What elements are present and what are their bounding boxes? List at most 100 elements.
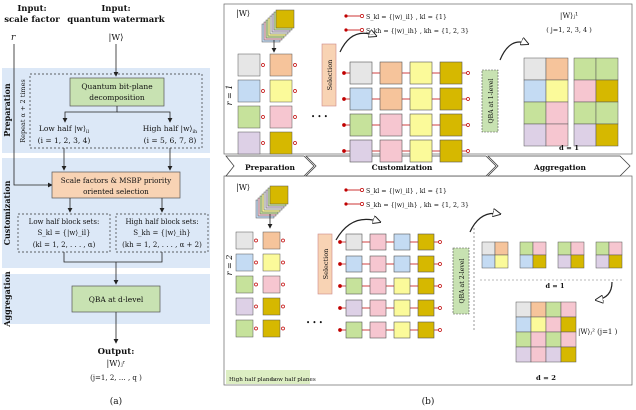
output-tile	[595, 123, 619, 147]
output-tile	[545, 79, 569, 103]
plane-connector	[254, 238, 258, 243]
selected-row-end	[466, 71, 470, 75]
output-tile	[545, 57, 569, 81]
selected-plane	[417, 321, 435, 339]
bottom-selection-box	[317, 233, 333, 295]
output-tile	[595, 101, 619, 125]
bottom-watermark-stack	[255, 185, 289, 219]
high-set-line2: S_kh = {|w⟩_ih}	[133, 229, 191, 237]
aggregated-tile	[560, 346, 577, 363]
output-tile	[519, 254, 534, 269]
plane-connector	[254, 326, 258, 331]
low-set-line3: (kl = 1, 2, . . . , α)	[33, 241, 96, 249]
plane-connector	[254, 304, 258, 309]
output-tile	[557, 241, 572, 256]
top-skh-label: S_kh = {|w⟩_ih} , kh = {1, 2, 3}	[366, 28, 469, 35]
arrow-to-high-half	[117, 111, 173, 123]
high-half-plane	[262, 253, 281, 272]
selected-row-end	[438, 262, 442, 266]
aggregated-tile	[515, 301, 532, 318]
selected-plane	[417, 299, 435, 317]
selected-row-start	[338, 284, 342, 288]
top-skl-label: S_kl = {|w⟩_il} , kl = {1}	[366, 14, 447, 21]
output-tile	[557, 254, 572, 269]
plane-connector	[281, 238, 285, 243]
bit-plane-layer	[275, 9, 295, 29]
output-tile	[595, 79, 619, 103]
low-set-line1: Low half block sets:	[29, 218, 100, 226]
high-set-line3: (kh = 1, 2, . . . , α + 2)	[122, 241, 202, 249]
top-selection-box	[321, 43, 337, 107]
top-curved-arrow	[339, 33, 376, 53]
aggregated-tile	[560, 331, 577, 348]
selected-row-start	[338, 306, 342, 310]
selected-row-start	[342, 97, 346, 101]
bottom-output-label: |W⟩ⱼ² (j=1 )	[578, 328, 618, 336]
output-title: Output:	[98, 347, 135, 357]
selected-plane	[345, 233, 363, 251]
selected-row-start	[342, 149, 346, 153]
plane-connector	[281, 282, 285, 287]
top-decomposition-grid	[237, 53, 297, 155]
selected-plane	[409, 87, 433, 111]
aggregated-tile	[545, 316, 562, 333]
input-scale-sub: scale factor	[4, 15, 60, 25]
top-set-legend: S_kl = {|w⟩_il} , kl = {1} S_kh = {|w⟩_i…	[344, 14, 469, 35]
selected-plane	[417, 255, 435, 273]
input-wm-sub: quantum watermark	[67, 15, 165, 25]
selected-row-end	[466, 97, 470, 101]
plane-connector	[254, 282, 258, 287]
selected-plane	[379, 113, 403, 137]
qba-box	[71, 285, 161, 313]
step-preparation-label: Preparation	[245, 163, 296, 172]
high-half-plane	[269, 79, 293, 103]
selected-row-end	[466, 149, 470, 153]
plane-connector	[261, 89, 265, 93]
bottom-qba-box	[452, 247, 470, 315]
qba-label: QBA at d-level	[89, 295, 144, 304]
high-half-plane	[269, 53, 293, 77]
top-w-label: |W⟩	[236, 9, 250, 18]
decomp-line2: decomposition	[89, 93, 145, 102]
r1-label: r = 1	[225, 85, 234, 106]
high-half-plane	[262, 231, 281, 250]
bottom-qba-label: QBA at 2-level	[459, 258, 466, 303]
selected-plane	[417, 277, 435, 295]
top-right-curved-arrow	[499, 42, 528, 61]
output-tile	[523, 101, 547, 125]
selected-plane	[393, 299, 411, 317]
selected-plane	[439, 113, 463, 137]
selected-plane	[439, 61, 463, 85]
selected-plane	[369, 299, 387, 317]
selected-plane	[409, 139, 433, 163]
top-qba-label: QBA at 1-level	[488, 78, 495, 123]
arrow-sets-to-qba	[63, 252, 163, 284]
selected-plane	[393, 233, 411, 251]
selected-plane	[349, 61, 373, 85]
bottom-skh-label: S_kh = {|w⟩_ih} , kh = {1, 2, 3}	[366, 202, 469, 209]
selected-plane	[349, 113, 373, 137]
low-half-plane	[237, 53, 261, 77]
plane-connector	[261, 115, 265, 119]
selected-plane	[379, 87, 403, 111]
input-wm-title: Input:	[101, 4, 130, 14]
low-half-plane	[235, 231, 254, 250]
selected-row-end	[438, 240, 442, 244]
top-output-label: |W⟩ⱼ¹	[560, 11, 578, 20]
high-half-plane	[269, 131, 293, 155]
stage-label-aggregation: Aggregation	[2, 271, 12, 328]
high-half-plane	[262, 275, 281, 294]
bottom-d2-label: d = 2	[536, 374, 556, 382]
top-selection-label: Selection	[326, 60, 334, 91]
bottom-output-grid-d2	[515, 301, 577, 363]
bottom-skl-label: S_kl = {|w⟩_il} , kl = {1}	[366, 188, 447, 195]
selected-plane	[417, 233, 435, 251]
repeat-label: Repeat α + 2 times	[19, 79, 27, 143]
top-output-grid	[523, 57, 619, 147]
selected-plane	[379, 139, 403, 163]
bottom-selection-label: Selection	[322, 249, 330, 280]
output-tile	[532, 254, 547, 269]
plane-connector	[281, 260, 285, 265]
low-half-line1: Low half |w⟩il	[39, 124, 90, 135]
